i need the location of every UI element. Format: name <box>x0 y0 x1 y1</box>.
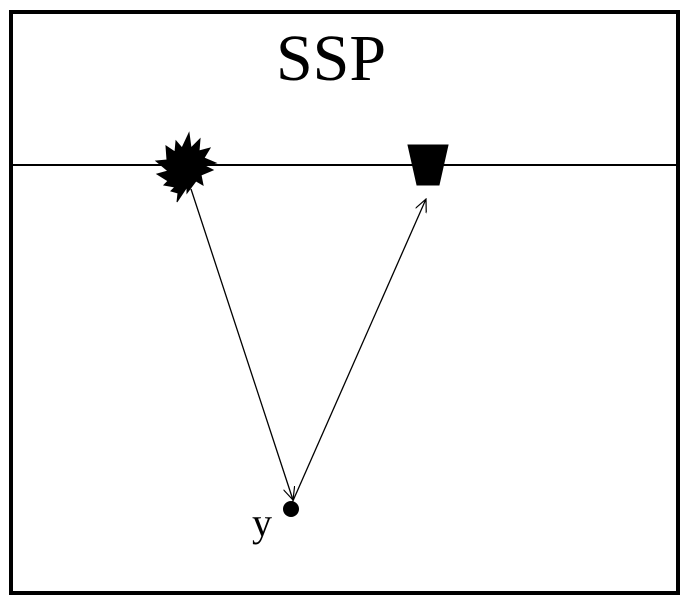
explosion-source-icon <box>154 131 218 203</box>
scatter-point-label: y <box>252 500 272 545</box>
diagram-frame <box>9 10 680 595</box>
downgoing-ray-arrow <box>190 188 293 500</box>
receiver-trapezoid-icon <box>407 144 449 186</box>
diagram-title: SSP <box>276 22 386 95</box>
upgoing-ray-arrow <box>291 199 426 504</box>
scatter-point-dot <box>283 501 299 517</box>
